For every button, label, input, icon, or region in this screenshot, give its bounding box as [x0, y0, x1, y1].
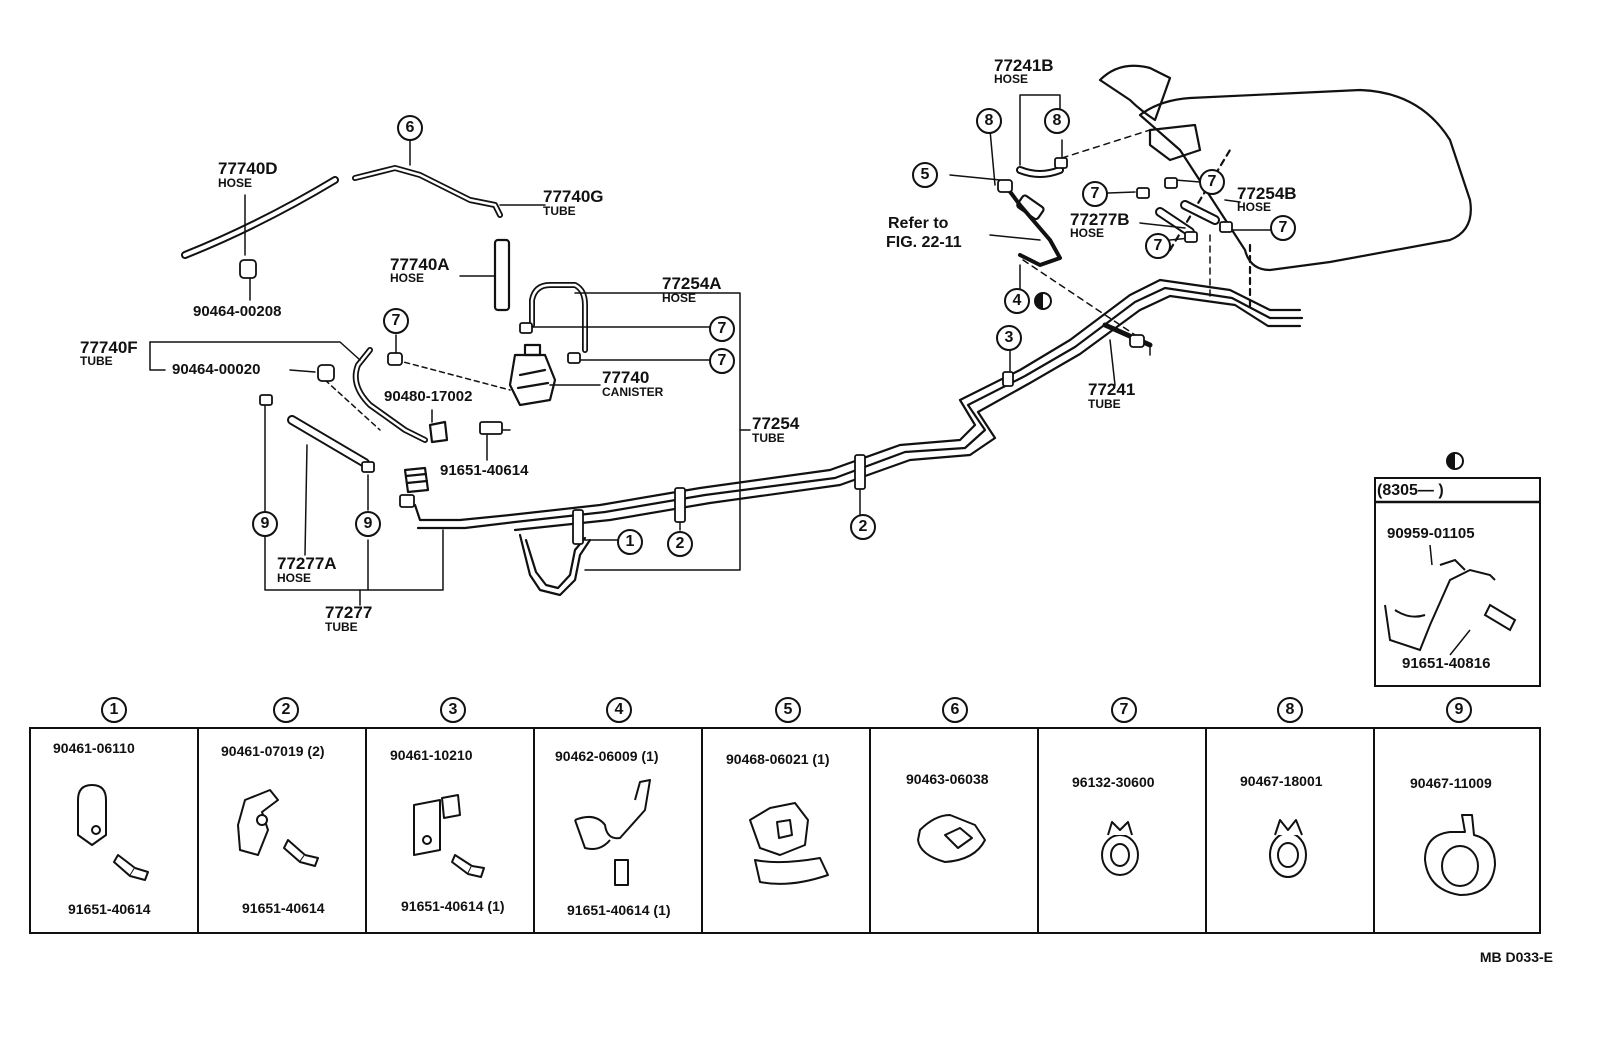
label-77740A-type: HOSE — [390, 271, 425, 285]
label-77241-type: TUBE — [1088, 397, 1121, 411]
label-77254B: 77254B — [1237, 184, 1297, 203]
label-77740-type: CANISTER — [602, 385, 664, 399]
label-77740F-type: TUBE — [80, 354, 113, 368]
label-77277A: 77277A — [277, 554, 337, 573]
label-77241: 77241 — [1088, 380, 1136, 399]
label-77740A: 77740A — [390, 255, 450, 274]
tube-77740G-shape — [352, 165, 503, 218]
label-77254A-type: HOSE — [662, 291, 697, 305]
table-header-3: 3 — [440, 697, 466, 723]
clamp-drawing-4 — [574, 779, 651, 886]
label-77241B: 77241B — [994, 56, 1054, 75]
clamp-drawing-1 — [77, 784, 149, 881]
clamp-drawing-3 — [413, 794, 485, 878]
half-circle-symbol — [1034, 292, 1052, 310]
callout-7: 7 — [709, 348, 735, 374]
label-77277: 77277 — [325, 603, 373, 622]
canister-77740-shape — [508, 353, 557, 407]
hose-77740A-shape — [493, 238, 511, 312]
inset-date-range: (8305— ) — [1377, 482, 1444, 499]
pn-90480-17002: 90480-17002 — [384, 388, 473, 405]
label-77740F: 77740F — [80, 338, 138, 357]
table-header-1: 1 — [101, 697, 127, 723]
callout-9: 9 — [252, 511, 278, 537]
table-cell-6-clamp: 90463-06038 — [906, 771, 989, 787]
callout-7: 7 — [1270, 215, 1296, 241]
inset-frame — [1374, 477, 1541, 687]
half-circle-symbol — [1446, 452, 1464, 470]
table-header-2: 2 — [273, 697, 299, 723]
table-cell-8-clamp: 90467-18001 — [1240, 773, 1323, 789]
callout-2: 2 — [667, 531, 693, 557]
table-cell-7-clamp: 96132-30600 — [1072, 774, 1155, 790]
label-77254-type: TUBE — [752, 431, 785, 445]
reference-line-1: Refer to — [888, 215, 949, 232]
table-cell-2-bolt: 91651-40614 — [242, 900, 325, 916]
label-77277-type: TUBE — [325, 620, 358, 634]
table-header-6: 6 — [942, 697, 968, 723]
pn-90464-00020: 90464-00020 — [172, 361, 261, 378]
clamp-drawing-6 — [917, 814, 986, 863]
label-77740G-type: TUBE — [543, 204, 576, 218]
label-77740G: 77740G — [543, 187, 604, 206]
table-cell-4-bolt: 91651-40614 (1) — [567, 902, 671, 918]
label-77241B-type: HOSE — [994, 72, 1029, 86]
callout-7: 7 — [1145, 233, 1171, 259]
pn-90959-01105: 90959-01105 — [1387, 525, 1475, 542]
table-cell-1-clamp: 90461-06110 — [53, 740, 135, 756]
table-cell-9-clamp: 90467-11009 — [1410, 775, 1492, 791]
label-77740: 77740 — [602, 368, 650, 387]
callout-2: 2 — [850, 514, 876, 540]
callout-7: 7 — [709, 316, 735, 342]
clamp-drawing-7 — [1101, 821, 1139, 876]
table-header-4: 4 — [606, 697, 632, 723]
label-77254: 77254 — [752, 414, 800, 433]
table-cell-3-clamp: 90461-10210 — [390, 747, 473, 763]
callout-7: 7 — [1082, 181, 1108, 207]
table-header-5: 5 — [775, 697, 801, 723]
label-77277B-type: HOSE — [1070, 226, 1105, 240]
label-77254A: 77254A — [662, 274, 722, 293]
callout-1: 1 — [617, 529, 643, 555]
table-header-9: 9 — [1446, 697, 1472, 723]
diagram-code: MB D033-E — [1479, 949, 1553, 965]
callout-3: 3 — [996, 325, 1022, 351]
clamp-drawing-9 — [1424, 814, 1496, 896]
table-cell-3-bolt: 91651-40614 (1) — [401, 898, 505, 914]
clamp-drawing-8 — [1269, 819, 1307, 878]
clamp-drawing-5 — [749, 802, 829, 885]
table-cell-1-bolt: 91651-40614 — [68, 901, 151, 917]
table-cell-2-clamp: 90461-07019 (2) — [221, 743, 325, 759]
pn-91651-40614: 91651-40614 — [440, 462, 529, 479]
callout-6: 6 — [397, 115, 423, 141]
table-header-8: 8 — [1277, 697, 1303, 723]
callout-9: 9 — [355, 511, 381, 537]
fuel-tank — [1138, 88, 1472, 272]
clamp-drawing-2 — [237, 789, 319, 867]
table-cell-5-clamp: 90468-06021 (1) — [726, 751, 830, 767]
table-header-7: 7 — [1111, 697, 1137, 723]
label-77254B-type: HOSE — [1237, 200, 1272, 214]
label-77740D-type: HOSE — [218, 176, 253, 190]
table-cell-4-clamp: 90462-06009 (1) — [555, 748, 659, 764]
callout-7: 7 — [383, 308, 409, 334]
inset-bracket — [1384, 558, 1496, 652]
label-77277B: 77277B — [1070, 210, 1130, 229]
reference-line-2: FIG. 22-11 — [886, 234, 962, 251]
label-77277A-type: HOSE — [277, 571, 312, 585]
pn-90464-00208: 90464-00208 — [193, 303, 282, 320]
callout-8: 8 — [976, 108, 1002, 134]
label-77740D: 77740D — [218, 159, 278, 178]
callout-5: 5 — [912, 162, 938, 188]
callout-4: 4 — [1004, 288, 1030, 314]
fuel-filler-neck — [1098, 64, 1172, 122]
hose-77254A-shape — [529, 282, 588, 353]
callout-7: 7 — [1199, 169, 1225, 195]
parts-table-frame — [29, 727, 1541, 934]
pn-91651-40816: 91651-40816 — [1402, 655, 1491, 672]
callout-8: 8 — [1044, 108, 1070, 134]
